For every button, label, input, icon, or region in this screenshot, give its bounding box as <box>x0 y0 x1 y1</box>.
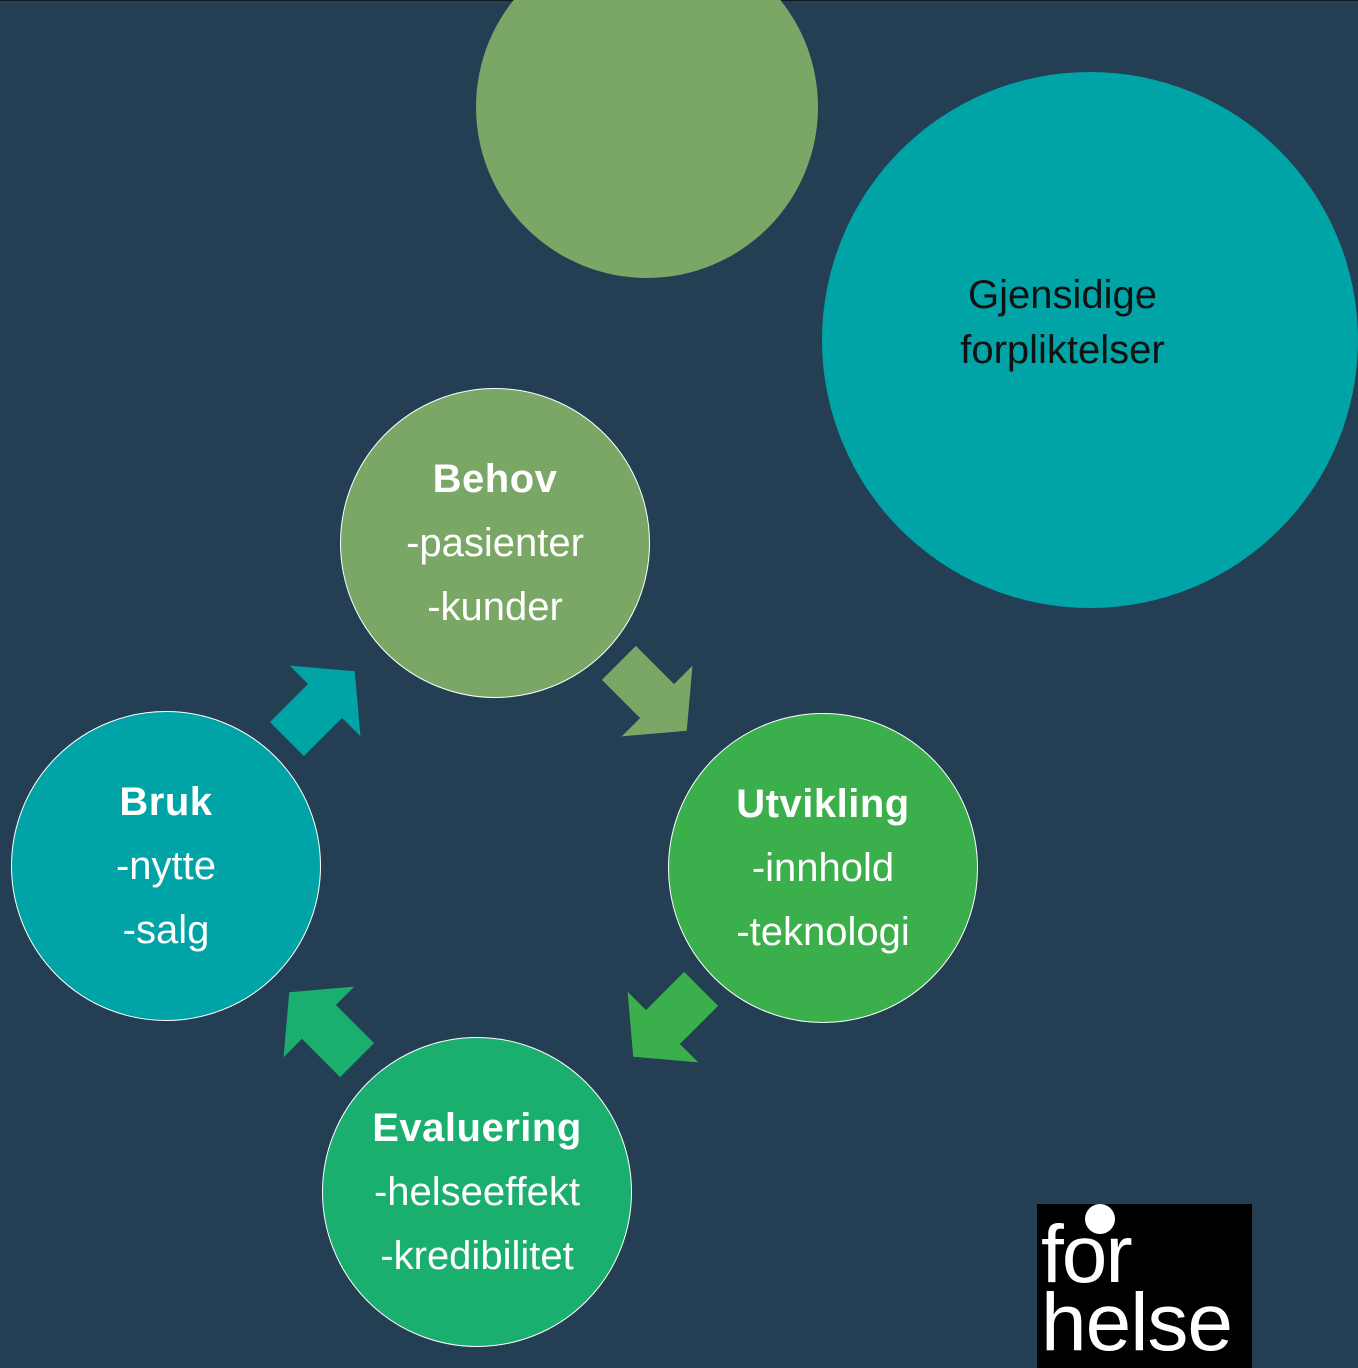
behov-item-2: -kunder <box>427 585 563 629</box>
bruk-title: Bruk <box>119 780 213 824</box>
evaluering-circle: Evaluering -helseeffekt -kredibilitet <box>322 1037 632 1347</box>
bruk-item-2: -salg <box>122 908 210 952</box>
arrow-evaluering-to-bruk <box>283 986 375 1078</box>
logo-line-2: helse <box>1041 1277 1233 1368</box>
evaluering-item-1: -helseeffekt <box>373 1170 581 1214</box>
bruk-circle: Bruk -nytte -salg <box>11 711 321 1021</box>
utvikling-title: Utvikling <box>736 782 910 826</box>
commitment-line-1: Gjensidige <box>967 273 1157 317</box>
behov-item-1: -pasienter <box>406 521 584 565</box>
commitment-circle <box>822 72 1358 608</box>
bruk-item-1: -nytte <box>115 844 217 888</box>
commitment-line-2: forpliktelser <box>960 328 1165 372</box>
forhelse-logo: for helse <box>1037 1204 1252 1368</box>
evaluering-item-2: -kredibilitet <box>380 1234 574 1278</box>
logo-line-1: for <box>1041 1209 1133 1300</box>
commitment-label: Gjensidige forpliktelser <box>900 268 1225 378</box>
behov-circle: Behov -pasienter -kunder <box>340 388 650 698</box>
evaluering-title: Evaluering <box>372 1106 582 1150</box>
utvikling-item-2: -teknologi <box>736 910 910 954</box>
decorative-green-circle <box>476 0 818 278</box>
logo-dot <box>1085 1204 1115 1234</box>
utvikling-item-1: -innhold <box>751 846 895 890</box>
behov-title: Behov <box>432 457 558 501</box>
utvikling-circle: Utvikling -innhold -teknologi <box>668 713 978 1023</box>
